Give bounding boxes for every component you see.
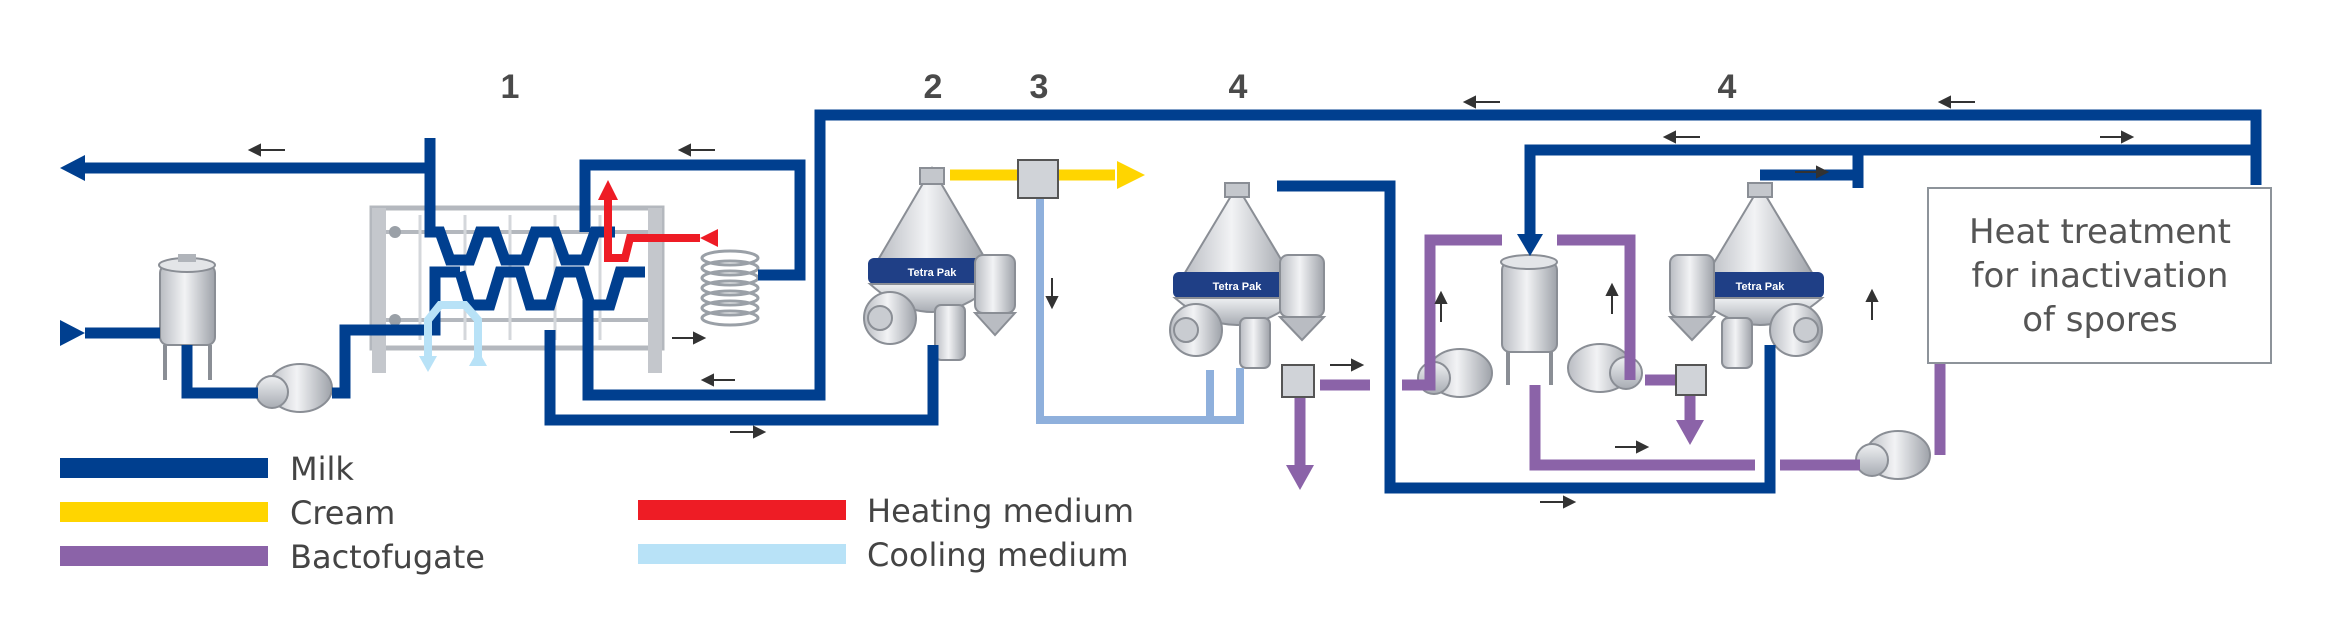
- balance-tank: [158, 254, 216, 380]
- legend-label-bactofugate: Bactofugate: [290, 538, 485, 576]
- tetra-pak-logo-3: Tetra Pak: [1736, 281, 1786, 293]
- cooling-up-arrow-icon: [469, 350, 487, 366]
- heating-medium-pipe: [604, 198, 700, 262]
- legend-swatch-bactofugate: [60, 546, 268, 566]
- legend-label-cream: Cream: [290, 494, 395, 532]
- valve-3: [1017, 159, 1059, 199]
- valve-4a: [1281, 364, 1315, 398]
- milk-inlet-arrow-icon: [60, 320, 85, 346]
- milk-outlet-arrow-icon: [60, 155, 85, 181]
- bactofuge-2: Tetra Pak: [1667, 182, 1825, 369]
- heat-box-line-3: of spores: [2022, 300, 2178, 340]
- pump-1: [255, 363, 333, 413]
- stage-number-1: 1: [501, 68, 520, 106]
- tetra-pak-logo-1: Tetra Pak: [908, 267, 958, 279]
- legend: Milk Cream Bactofugate Heating medium Co…: [60, 450, 1134, 576]
- bactofugate-out-arrow-2-icon: [1676, 420, 1704, 445]
- holding-coil: [700, 249, 760, 327]
- legend-label-milk: Milk: [290, 450, 354, 488]
- heating-in-arrow-icon: [700, 229, 718, 247]
- tetra-pak-logo-2: Tetra Pak: [1213, 281, 1263, 293]
- pump-4: [1855, 430, 1931, 480]
- stage-number-4: 4: [1229, 68, 1248, 106]
- legend-swatch-milk: [60, 458, 268, 478]
- legend-swatch-cooling: [638, 544, 846, 564]
- stage-number-4-second: 4: [1718, 68, 1737, 106]
- legend-label-heating: Heating medium: [867, 492, 1134, 530]
- bactofuge-1: Tetra Pak: [1169, 182, 1327, 369]
- tank-inlet-arrow-icon: [1517, 234, 1543, 256]
- skim-milk-pipe: [1036, 190, 1244, 424]
- heating-up-arrow-icon: [598, 180, 618, 200]
- valve-4b: [1675, 364, 1707, 396]
- heat-box-line-2: for inactivation: [1972, 256, 2229, 296]
- legend-label-cooling: Cooling medium: [867, 536, 1129, 574]
- legend-swatch-cream: [60, 502, 268, 522]
- bactofugate-out-arrow-1-icon: [1286, 465, 1314, 490]
- stage-number-3: 3: [1030, 68, 1049, 106]
- stage-number-2: 2: [924, 68, 943, 106]
- milk-pipes: [85, 109, 2262, 494]
- cooling-down-arrow-icon: [419, 356, 437, 372]
- cream-arrow-icon: [1117, 161, 1145, 189]
- separator-1: Tetra Pak: [863, 166, 1018, 361]
- cooling-medium-pipe: [424, 301, 482, 360]
- flow-direction-arrows: [247, 95, 2135, 509]
- heat-box-line-1: Heat treatment: [1969, 212, 2231, 252]
- bactofugate-pipes: [1294, 202, 2000, 471]
- heat-treatment-box: Heat treatment for inactivation of spore…: [1927, 187, 2272, 364]
- intermediate-tank: [1500, 254, 1558, 385]
- legend-swatch-heating: [638, 500, 846, 520]
